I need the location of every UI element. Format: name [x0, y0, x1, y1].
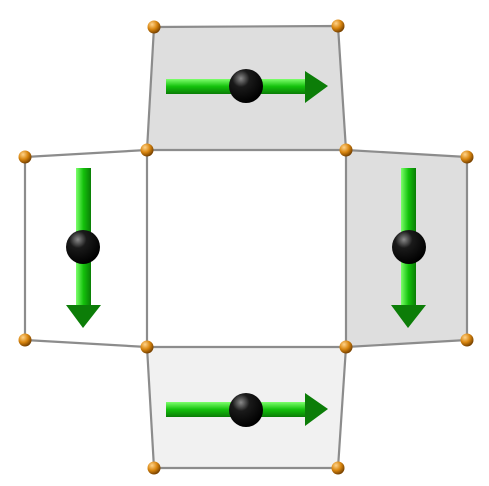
vertex-left-bottom-outer: [18, 333, 32, 347]
spin-sphere-left: [66, 230, 100, 264]
spin-sphere-bottom: [229, 393, 263, 427]
vertex-top-right-outer: [331, 19, 345, 33]
arrow-bottom-head: [305, 393, 328, 426]
vertices: [18, 19, 474, 475]
edge-left: [23, 148, 148, 349]
edge-right: [345, 148, 469, 349]
center-face: [147, 150, 346, 347]
vertex-top-left-outer: [147, 20, 161, 34]
spin-sphere-right: [392, 230, 426, 264]
vertex-bottom-left-outer: [147, 461, 161, 475]
arrow-top-head: [305, 71, 328, 103]
vertex-bottom-right-outer: [331, 461, 345, 475]
vertex-right-top-outer: [460, 150, 474, 164]
spin-sphere-top: [229, 69, 263, 103]
vertex-center-top-right: [339, 143, 353, 157]
arrow-right-head: [391, 305, 426, 328]
arrow-left-head: [66, 305, 101, 328]
edge-top: [145, 24, 348, 151]
vertex-left-top-outer: [18, 150, 32, 164]
edge-bottom: [145, 346, 348, 470]
vertex-right-bottom-outer: [460, 333, 474, 347]
vertex-center-top-left: [140, 143, 154, 157]
vertex-center-bottom-right: [339, 340, 353, 354]
vertex-center-bottom-left: [140, 340, 154, 354]
